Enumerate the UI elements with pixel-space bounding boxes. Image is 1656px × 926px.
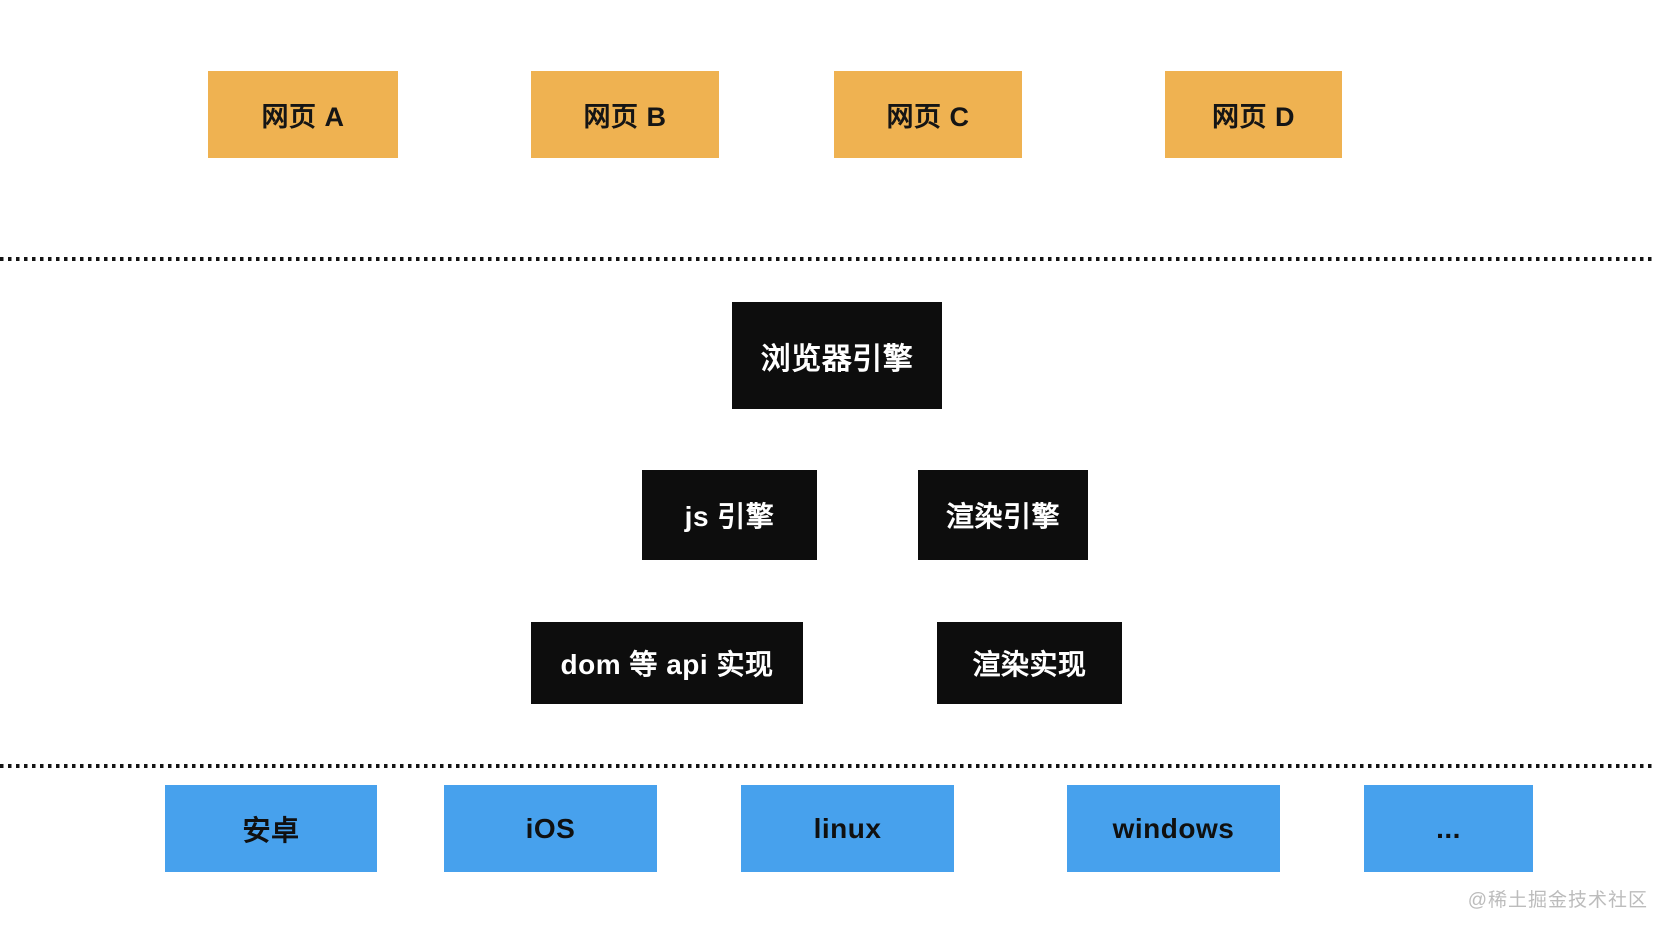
webpage-c-label: 网页 C (886, 102, 970, 132)
webpage-a-label: 网页 A (261, 102, 345, 132)
render-engine-label: 渲染引擎 (945, 501, 1060, 532)
separator-dotted-top (0, 257, 1656, 261)
render-impl-label: 渲染实现 (972, 649, 1087, 680)
render-impl-box: 渲染实现 (937, 622, 1122, 704)
webpage-d-label: 网页 D (1212, 102, 1295, 132)
platform-ios-box: iOS (444, 785, 657, 872)
webpage-b-label: 网页 B (583, 102, 667, 132)
webpage-c-box: 网页 C (834, 71, 1022, 158)
browser-engine-label: 浏览器引擎 (760, 342, 914, 376)
platform-more-label: ... (1436, 812, 1461, 844)
platform-windows-box: windows (1067, 785, 1280, 872)
separator-dotted-bottom (0, 764, 1656, 768)
webpage-a-box: 网页 A (208, 71, 398, 158)
platform-linux-label: linux (813, 812, 882, 844)
dom-api-impl-label: dom 等 api 实现 (560, 649, 774, 680)
render-engine-box: 渲染引擎 (918, 470, 1088, 560)
platform-windows-label: windows (1112, 812, 1235, 844)
platform-more-box: ... (1364, 785, 1533, 872)
platform-linux-box: linux (741, 785, 954, 872)
js-engine-box: js 引擎 (642, 470, 817, 560)
browser-engine-box: 浏览器引擎 (732, 302, 942, 409)
webpage-b-box: 网页 B (531, 71, 719, 158)
dom-api-impl-box: dom 等 api 实现 (531, 622, 803, 704)
platform-ios-label: iOS (525, 812, 576, 844)
platform-android-box: 安卓 (165, 785, 377, 872)
platform-android-label: 安卓 (242, 814, 300, 846)
webpage-d-box: 网页 D (1165, 71, 1342, 158)
js-engine-label: js 引擎 (684, 501, 775, 532)
watermark: @稀土掘金技术社区 (1467, 890, 1648, 911)
